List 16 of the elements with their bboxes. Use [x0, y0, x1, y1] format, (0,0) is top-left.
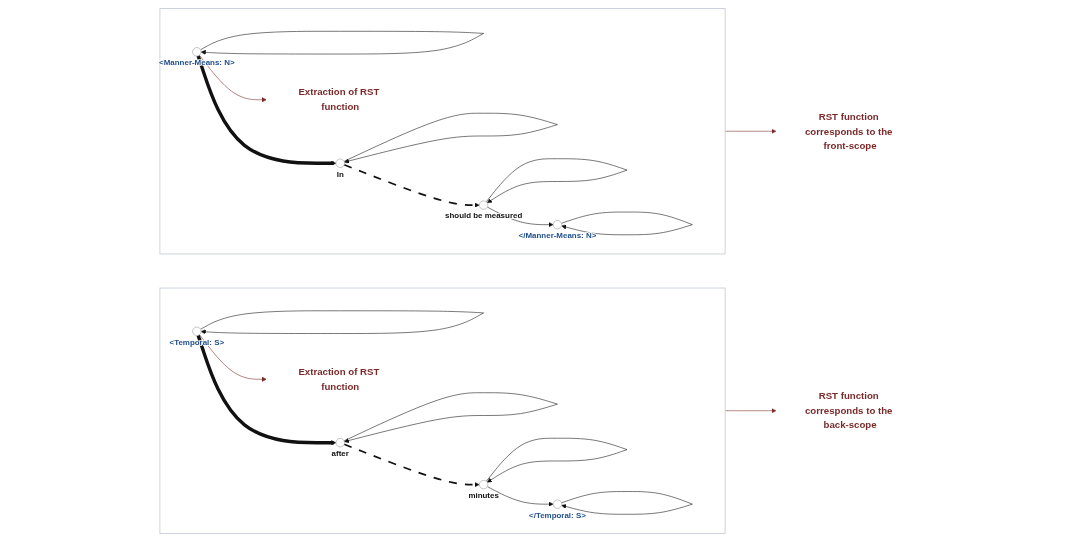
node-text: Extraction of RST function: [298, 86, 380, 113]
node-circle: [192, 326, 202, 336]
node-text: RST function corresponds to the back-scope: [805, 390, 893, 431]
cluster: [159, 8, 726, 255]
node-circle: [552, 220, 562, 230]
arrow: [343, 163, 480, 208]
node-circle: [479, 480, 489, 490]
node-circle: [552, 499, 562, 509]
node-circle: [192, 47, 202, 57]
node-text: RST function corresponds to the front-scope: [805, 111, 893, 151]
node-circle: [335, 438, 345, 448]
node-circle: [335, 158, 345, 168]
arrow: [343, 443, 480, 488]
node-circle: [479, 200, 489, 210]
cluster: [159, 287, 726, 534]
node-text: Extraction of RST function: [298, 366, 380, 392]
